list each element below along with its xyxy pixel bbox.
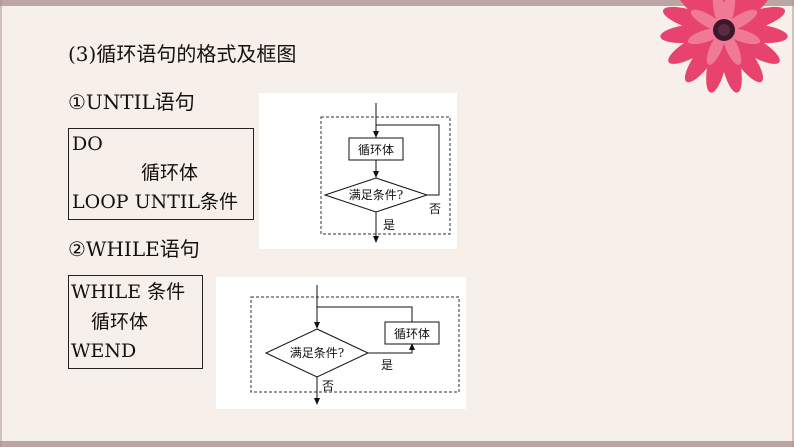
right-border xyxy=(792,0,794,447)
until-code-box: DO 循环体 LOOP UNTIL条件 xyxy=(68,128,254,220)
while-body-label: 循环体 xyxy=(394,327,430,341)
until-code-line-loop: LOOP UNTIL条件 xyxy=(72,191,239,213)
while-yes-label: 是 xyxy=(381,358,393,372)
until-heading: ①UNTIL语句 xyxy=(68,90,195,114)
section-title: (3)循环语句的格式及框图 xyxy=(68,42,297,66)
while-code-line-while: WHILE 条件 xyxy=(71,281,186,303)
until-dashed-frame xyxy=(320,116,451,235)
until-code-line-do: DO xyxy=(72,133,103,155)
while-condition-label: 满足条件? xyxy=(290,346,344,360)
until-flowchart: 循环体 满足条件? 否 是 xyxy=(259,93,457,249)
until-condition-label: 满足条件? xyxy=(349,188,403,202)
top-border xyxy=(0,0,794,6)
bottom-border xyxy=(0,441,794,447)
while-code-line-wend: WEND xyxy=(71,340,137,362)
flower-decoration-icon xyxy=(660,0,788,93)
while-code-line-body: 循环体 xyxy=(91,311,149,333)
while-dashed-frame xyxy=(250,296,460,393)
until-code-line-body: 循环体 xyxy=(141,162,199,184)
until-yes-label: 是 xyxy=(383,218,395,232)
while-code-box: WHILE 条件 循环体 WEND xyxy=(68,275,203,369)
until-no-label: 否 xyxy=(429,202,441,216)
until-body-label: 循环体 xyxy=(358,143,394,157)
while-no-label: 否 xyxy=(322,379,334,393)
left-border xyxy=(0,0,2,447)
while-heading: ②WHILE语句 xyxy=(68,237,200,261)
while-flowchart: 满足条件? 是 循环体 否 xyxy=(216,277,466,409)
